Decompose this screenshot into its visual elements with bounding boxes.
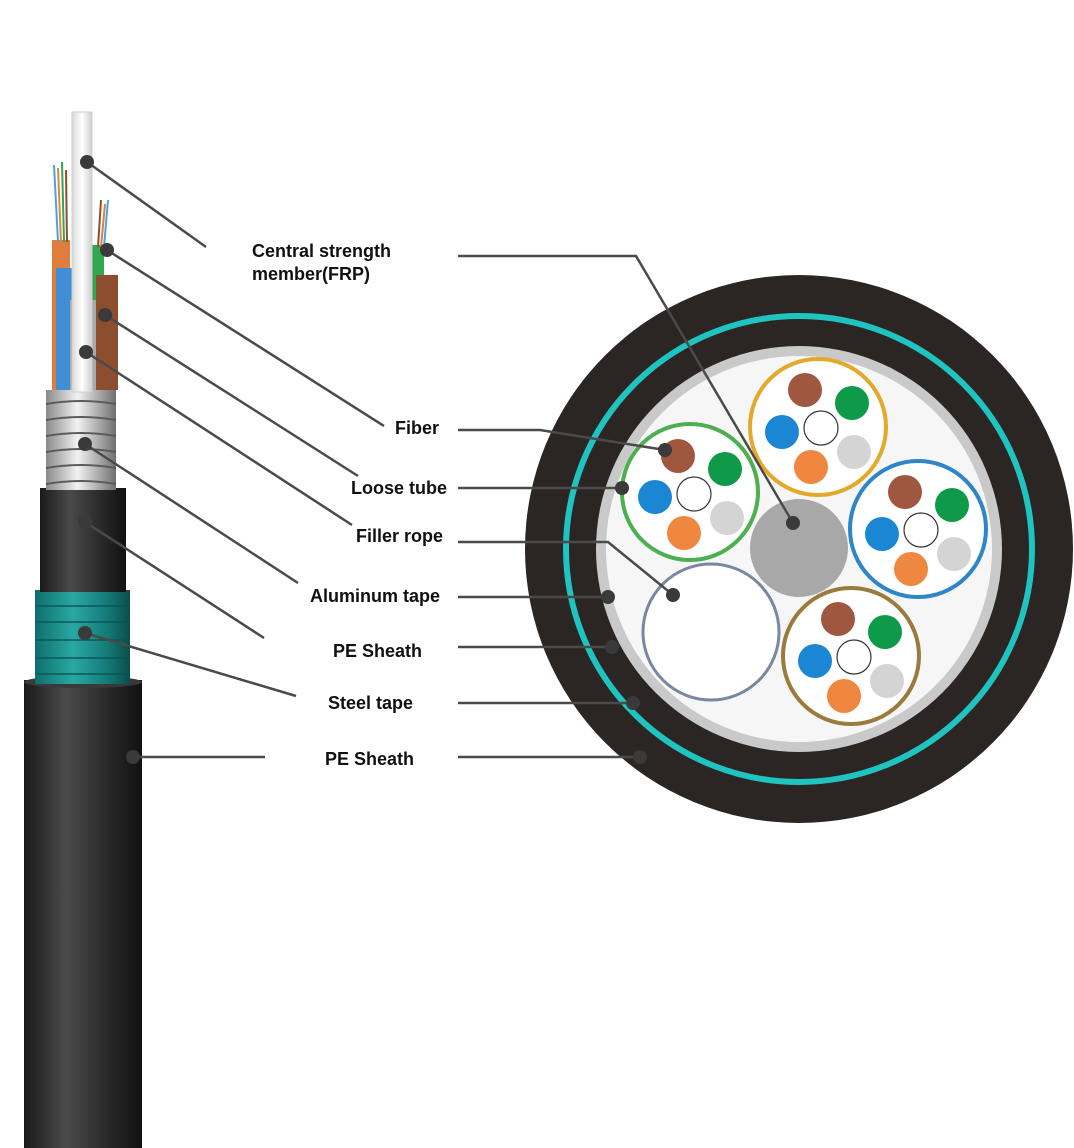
label-central-strength-member-line1: Central strength: [252, 241, 391, 261]
central-frp-section: [750, 499, 848, 597]
steel-tape-ring: [563, 313, 1035, 785]
label-pe-sheath-outer: PE Sheath: [325, 749, 414, 769]
loose-tube-section: [781, 586, 921, 726]
label-loose-tube: Loose tube: [351, 478, 447, 498]
label-pe-sheath-inner: PE Sheath: [333, 641, 422, 661]
label-steel-tape: Steel tape: [328, 693, 413, 713]
labels: Central strength member(FRP) Fiber Loose…: [252, 241, 447, 769]
label-fiber: Fiber: [395, 418, 439, 438]
leader-lines: [84, 160, 795, 759]
frp-rod: [71, 111, 93, 393]
cable-side-view: [24, 111, 142, 1148]
label-central-strength-member-line2: member(FRP): [252, 264, 370, 284]
cable-cross-section: [525, 275, 1073, 823]
loose-tube-section: [748, 357, 888, 497]
loose-tube-section: [620, 422, 760, 562]
label-aluminum-tape: Aluminum tape: [310, 586, 440, 606]
loose-tube-section: [848, 459, 988, 599]
outer-pe-sheath-segment: [24, 680, 142, 1148]
filler-rope-section: [641, 562, 781, 702]
leader-dots: [78, 155, 800, 764]
label-filler-rope: Filler rope: [356, 526, 443, 546]
